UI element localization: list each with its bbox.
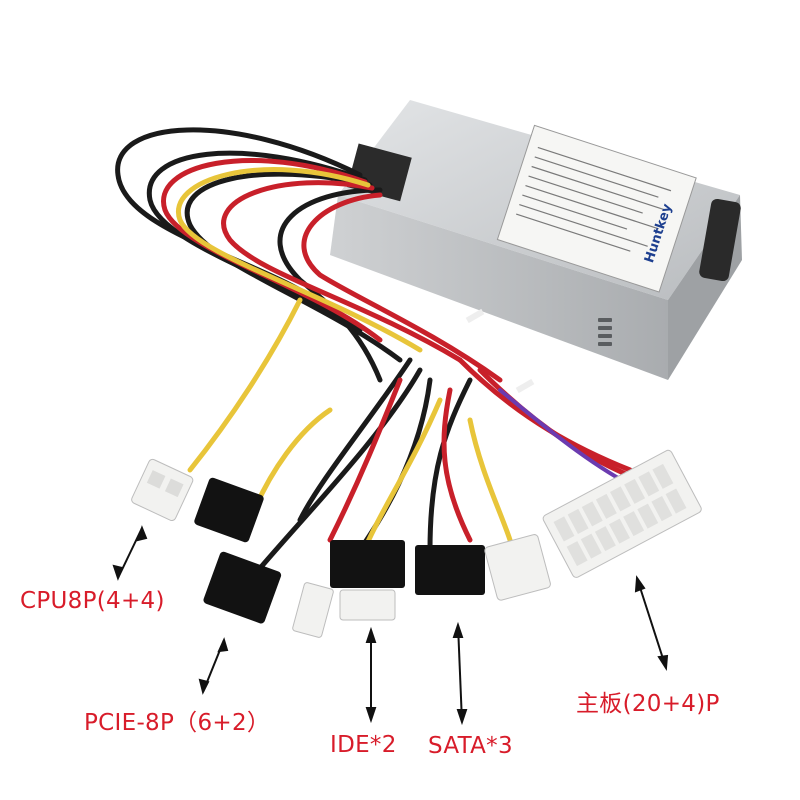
label-ide: IDE*2 — [330, 732, 397, 758]
label-cpu-8p: CPU8P(4+4) — [20, 588, 165, 614]
arrow-ide — [365, 626, 377, 724]
arrow-sata — [452, 621, 468, 726]
arrow-mb — [634, 575, 669, 672]
label-motherboard: 主板(20+4)P — [576, 691, 720, 717]
atx-24p-connector — [542, 449, 702, 578]
arrow-cpu — [112, 525, 148, 581]
ide-connector — [292, 582, 396, 638]
label-sata: SATA*3 — [428, 733, 513, 759]
arrow-pcie — [198, 637, 229, 695]
spec-label: Huntkey — [496, 124, 697, 293]
label-pcie-8p: PCIE-8P（6+2） — [84, 710, 271, 736]
cpu-8p-connector — [131, 458, 194, 522]
molex-connector — [484, 534, 551, 601]
annotation-arrows — [112, 525, 669, 726]
pcie-connector — [194, 477, 282, 624]
sata-connector — [330, 540, 485, 595]
